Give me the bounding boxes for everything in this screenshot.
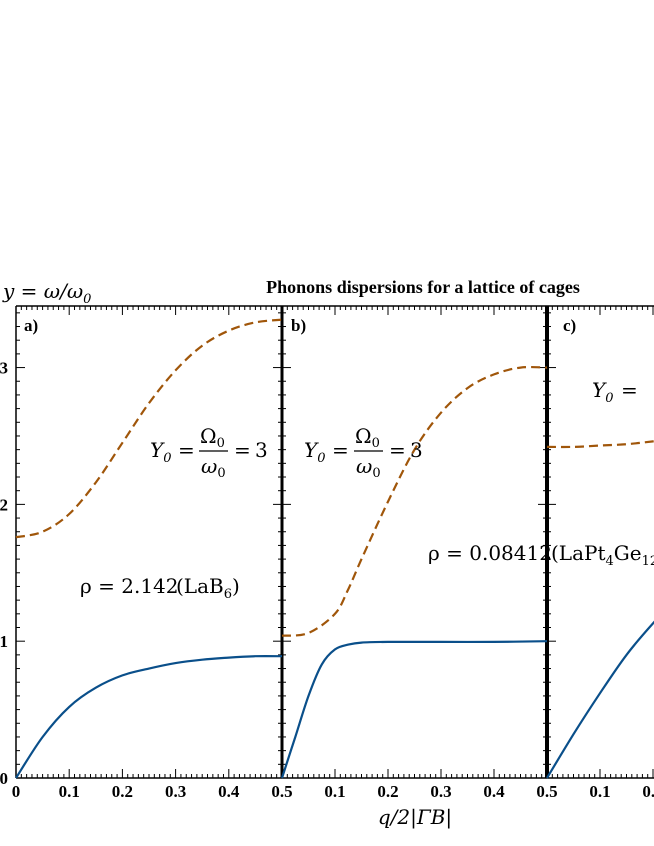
x-tick-label: 0.1	[589, 782, 610, 801]
svg-text:=: =	[389, 438, 406, 462]
panel-b-acoustic-curve	[280, 640, 548, 779]
svg-text:3: 3	[255, 438, 268, 462]
y-tick-label: 3	[0, 359, 8, 378]
svg-text:ρ = 2.142: ρ = 2.142	[80, 574, 179, 598]
y-axis-label: y = ω/ω0	[2, 279, 91, 307]
x-axis-label: q/2|ΓB|	[378, 805, 452, 830]
panel-c-y0-annotation: Y0 =	[592, 378, 638, 406]
x-tick-label: 0.1	[324, 782, 345, 801]
x-tick-label: 0.4	[483, 782, 505, 801]
panel-a-label: a)	[24, 316, 38, 335]
svg-text:ρ = 0.08412: ρ = 0.08412	[428, 541, 552, 565]
panel-a-optical-curve	[15, 318, 283, 539]
panel-c-optical-curve	[546, 440, 654, 449]
svg-text:3: 3	[410, 438, 423, 462]
panel-c-label: c)	[563, 316, 576, 335]
x-tick-label: 0.2	[642, 782, 654, 801]
x-tick-label: 0.5	[536, 782, 557, 801]
x-tick-label: 0.3	[165, 782, 186, 801]
panel-b-optical-curve	[281, 365, 548, 637]
x-tick-label: 0.4	[218, 782, 240, 801]
svg-text:Y0: Y0	[592, 378, 613, 406]
x-tick-label: 0.1	[59, 782, 80, 801]
svg-text:=: =	[332, 438, 349, 462]
panel-c-acoustic-curve	[546, 620, 654, 779]
svg-text:Ω0: Ω0	[355, 424, 380, 451]
x-tick-label: 0.2	[377, 782, 398, 801]
x-tick-label: 0.2	[112, 782, 133, 801]
panel-a-acoustic-curve	[15, 655, 283, 779]
x-tick-label: 0.3	[430, 782, 451, 801]
svg-text:Ω0: Ω0	[200, 424, 225, 451]
svg-text:Y0: Y0	[150, 438, 171, 466]
tick-labels: 0 1 2 3 0 0.1 0.2 0.3 0.4 0.5 0.1 0.2 0.3 0.4 0.5 0.1 0.…	[0, 359, 654, 801]
panel-b-rho-annotation: ρ = 0.08412	[428, 541, 552, 565]
panel-b-y0-annotation: Y0 = Ω0 ω0 = 3	[304, 424, 423, 481]
svg-text:(LaPt4Ge12: (LaPt4Ge12	[551, 541, 654, 569]
dispersion-curves	[15, 318, 654, 779]
y-tick-label: 0	[0, 769, 8, 788]
svg-text:=: =	[234, 438, 251, 462]
x-tick-label: 0	[12, 782, 21, 801]
y-tick-label: 1	[0, 632, 8, 651]
svg-text:=: =	[621, 378, 638, 402]
tick-marks	[15, 306, 654, 779]
svg-text:ω0: ω0	[201, 454, 226, 481]
svg-text:(LaB6): (LaB6)	[176, 574, 240, 602]
panel-b-label: b)	[291, 316, 306, 335]
y-tick-label: 2	[0, 495, 8, 514]
svg-text:Y0: Y0	[304, 438, 325, 466]
svg-text:=: =	[178, 438, 195, 462]
panel-c-compound-annotation: (LaPt4Ge12	[551, 541, 654, 569]
svg-text:ω0: ω0	[356, 454, 381, 481]
panel-a-rho-annotation: ρ = 2.142 (LaB6)	[80, 574, 240, 602]
chart-title: Phonons dispersions for a lattice of cag…	[266, 277, 580, 297]
panel-a-y0-annotation: Y0 = Ω0 ω0 = 3	[150, 424, 268, 481]
x-tick-label: 0.5	[271, 782, 292, 801]
